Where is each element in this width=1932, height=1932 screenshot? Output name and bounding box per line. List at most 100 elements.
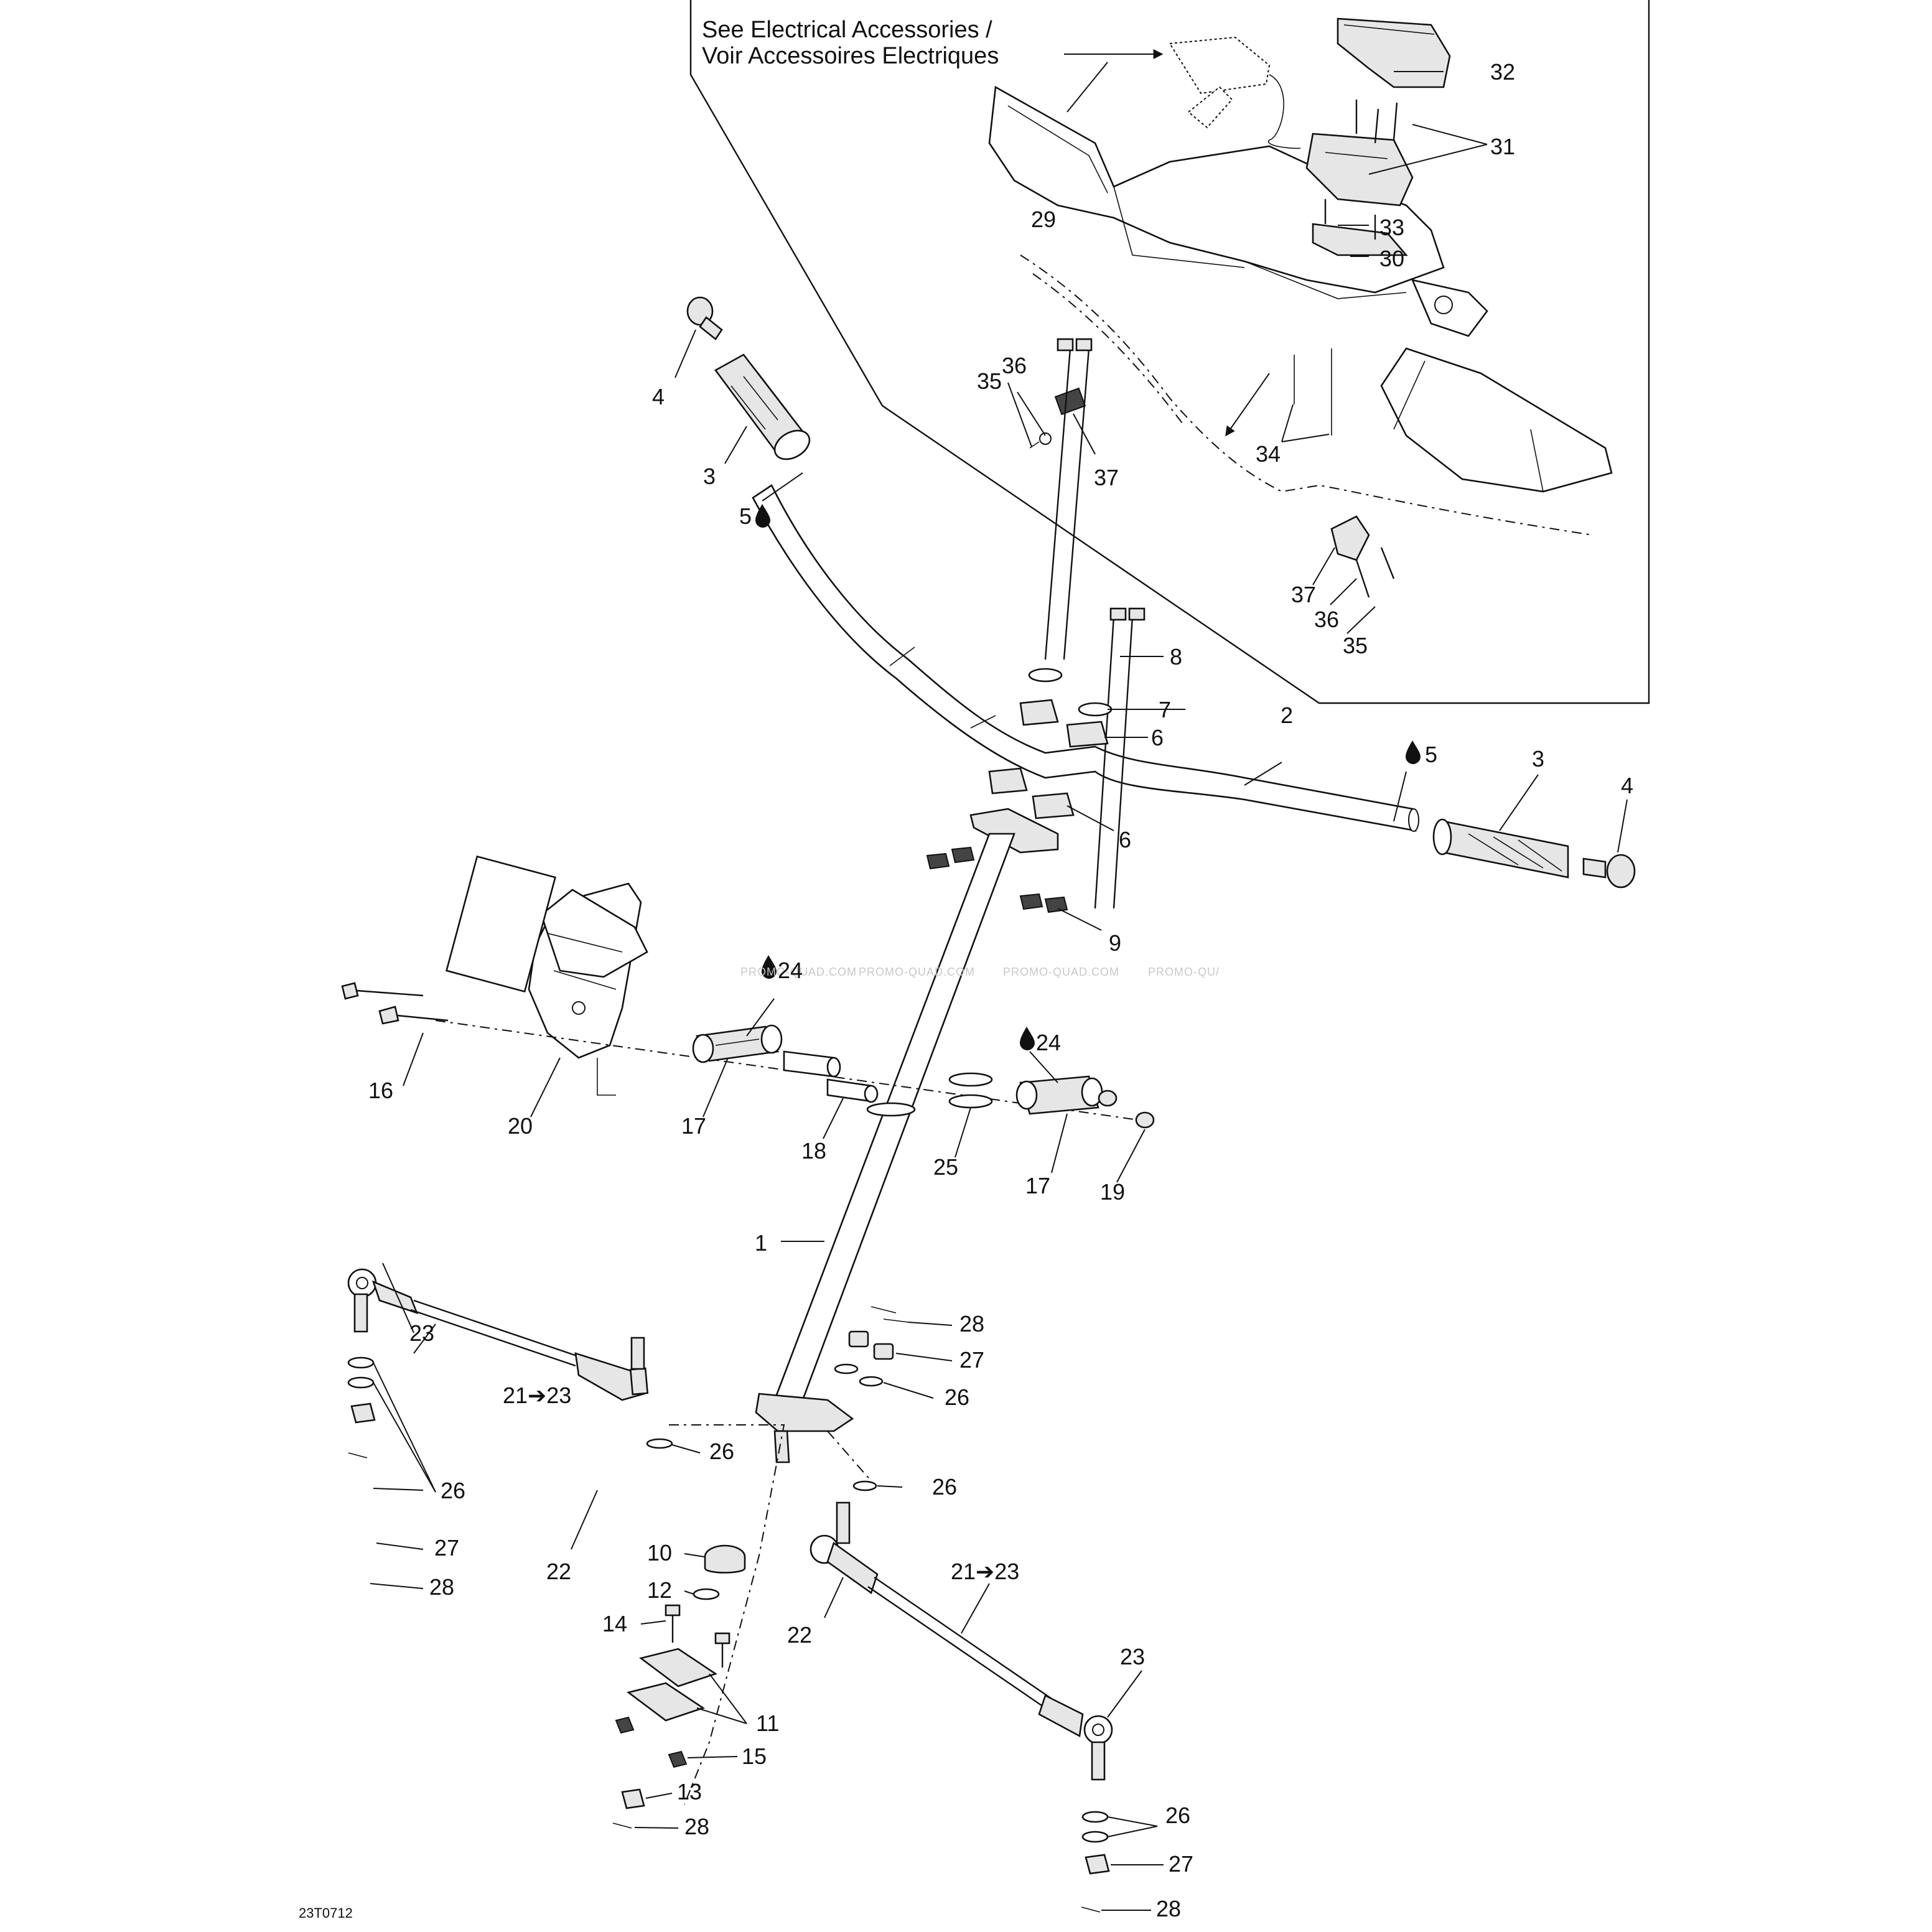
label-21a: 21➔23 — [503, 1383, 571, 1408]
label-3a: 3 — [703, 464, 716, 489]
label-10: 10 — [647, 1540, 672, 1566]
label-26c: 26 — [932, 1474, 957, 1500]
label-28c: 28 — [684, 1814, 709, 1839]
label-37a: 37 — [1094, 465, 1119, 490]
bar-end-right-4 — [1582, 854, 1636, 889]
arm-17-right — [1015, 1075, 1103, 1115]
label-12: 12 — [647, 1577, 672, 1603]
label-4b: 4 — [1621, 773, 1633, 798]
inset-frame — [689, 0, 1650, 704]
label-23b: 23 — [1120, 1644, 1145, 1669]
label-30: 30 — [1379, 246, 1404, 271]
nut-13 — [621, 1788, 645, 1809]
clamp-bolts-8 — [1044, 338, 1146, 909]
label-2: 2 — [1281, 702, 1293, 728]
label-36b: 36 — [1314, 607, 1339, 632]
label-24a: 24 — [778, 958, 803, 983]
label-20: 20 — [508, 1113, 533, 1139]
o-rings-25 — [948, 1072, 993, 1109]
label-29: 29 — [1031, 207, 1056, 232]
label-16: 16 — [368, 1078, 393, 1103]
watermark-4: PROMO-QU/ — [1148, 966, 1220, 978]
grip-right-3 — [1432, 818, 1569, 879]
label-26a: 26 — [945, 1384, 969, 1410]
handlebar-2 — [752, 484, 1419, 832]
arm-17-left — [692, 1024, 783, 1063]
label-32: 32 — [1490, 59, 1515, 85]
label-22b: 22 — [787, 1622, 812, 1648]
drop-icon-5b — [1406, 740, 1421, 764]
label-9: 9 — [1109, 930, 1121, 956]
label-28d: 28 — [1156, 1896, 1181, 1921]
hole-arrow-a — [1225, 373, 1270, 437]
washers-7 — [1028, 668, 1113, 717]
gauge-cover-32 — [1337, 17, 1451, 88]
bolts-16 — [341, 982, 449, 1025]
gauge-bracket-31 — [1305, 100, 1414, 207]
label-3b: 3 — [1532, 746, 1544, 772]
label-17a: 17 — [681, 1113, 706, 1139]
washer-26-right — [852, 1480, 877, 1491]
label-5b: 5 — [1425, 742, 1437, 767]
clamp-37-inset — [1330, 515, 1395, 598]
drop-icon-5a — [755, 504, 770, 528]
nuts-15 — [615, 1716, 688, 1768]
left-end-hardware — [347, 1356, 376, 1458]
bar-end-left-4 — [686, 296, 723, 340]
label-25: 25 — [933, 1154, 958, 1180]
electrical-accessory — [1169, 36, 1301, 149]
label-24b: 24 — [1036, 1030, 1061, 1055]
nuts-19 — [1098, 1090, 1155, 1129]
bushings-18 — [783, 1050, 879, 1103]
label-6a: 6 — [1151, 725, 1164, 750]
steering-column-1 — [755, 833, 1015, 1463]
label-18: 18 — [801, 1138, 826, 1164]
label-5a: 5 — [739, 503, 752, 529]
bolts-14 — [665, 1604, 730, 1668]
nuts-9 — [926, 846, 1068, 913]
lower-axis-right — [827, 1430, 872, 1482]
leader-lines — [370, 62, 1628, 1911]
label-22a: 22 — [546, 1559, 571, 1584]
figure-reference: 23T0712 — [299, 1905, 353, 1921]
label-26d: 26 — [441, 1478, 465, 1503]
label-21b: 21➔23 — [951, 1559, 1019, 1584]
clamp-37-upper — [1029, 387, 1086, 449]
label-19: 19 — [1100, 1179, 1125, 1205]
label-23a: 23 — [409, 1320, 434, 1346]
label-28b: 28 — [429, 1574, 454, 1600]
grip-left-3 — [714, 353, 811, 460]
right-end-hardware — [1081, 1811, 1110, 1913]
lower-axis — [669, 1424, 785, 1805]
bearing-10 — [704, 1544, 746, 1574]
label-34: 34 — [1256, 441, 1281, 467]
label-7: 7 — [1159, 697, 1171, 722]
note-line-2: Voir Accessoires Electriques — [702, 43, 999, 69]
label-1: 1 — [755, 1230, 767, 1256]
cotter-28-bottom — [612, 1822, 632, 1829]
washer-26-column — [646, 1438, 673, 1449]
label-14: 14 — [602, 1611, 627, 1636]
bracket-20 — [446, 855, 648, 1096]
label-26b: 26 — [709, 1439, 734, 1464]
label-4a: 4 — [652, 384, 665, 409]
note-line-1: See Electrical Accessories / — [702, 17, 992, 43]
label-15: 15 — [742, 1743, 767, 1769]
washer-12 — [693, 1588, 720, 1600]
handlebar-ghost-2 — [1032, 273, 1183, 424]
drop-icon-24a — [762, 955, 777, 979]
label-27a: 27 — [959, 1347, 984, 1373]
label-27c: 27 — [1169, 1851, 1193, 1877]
label-35a: 35 — [977, 368, 1002, 394]
label-26e: 26 — [1165, 1803, 1190, 1828]
label-17b: 17 — [1025, 1173, 1050, 1198]
mount-plate-30 — [1312, 199, 1408, 256]
tie-rod-right-21 — [810, 1501, 1113, 1781]
label-31: 31 — [1490, 134, 1515, 159]
tie-rod-left-21 — [347, 1268, 649, 1401]
label-11: 11 — [756, 1710, 779, 1736]
clamp-base-plate — [969, 808, 1059, 854]
column-hardware — [834, 1306, 909, 1387]
